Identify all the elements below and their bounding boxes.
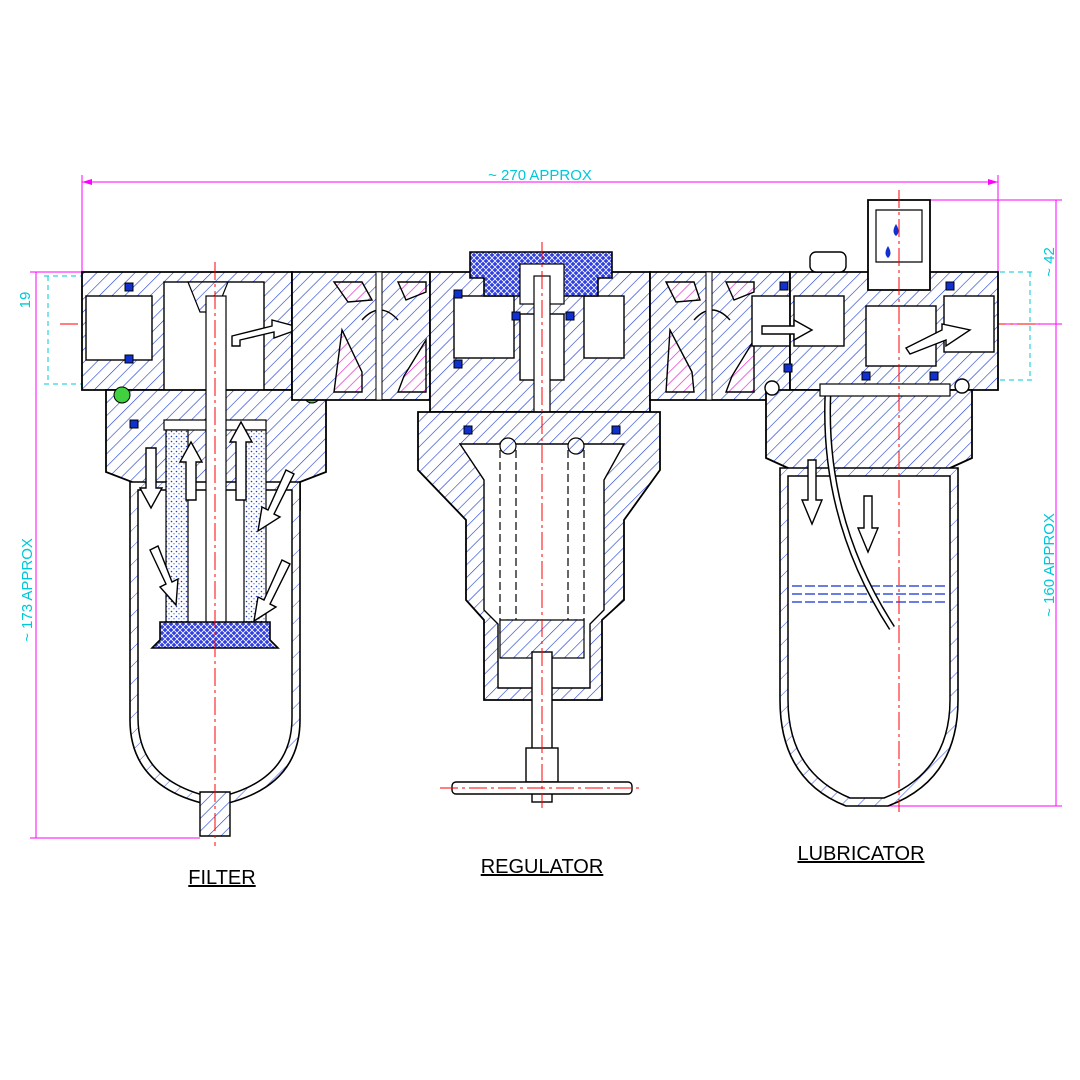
lubricator-adjust-knob (809, 251, 847, 273)
spring-seat (499, 619, 585, 659)
flow-arrow-up (228, 420, 254, 501)
overall-width-text: ~ 270 APPROX (488, 167, 592, 184)
flow-arrow-swirl (257, 469, 295, 533)
connector-right (649, 271, 793, 401)
flow-arrow-down (138, 447, 164, 510)
flow-arrow-swirl (149, 545, 179, 607)
regulator-unit (417, 242, 661, 808)
filter-outlet-arrow (231, 319, 305, 347)
lubricator-height-text: ~ 160 APPROX (1041, 513, 1058, 617)
lubricator-label: LUBRICATOR (797, 843, 924, 865)
right-dimensions: ~ 42 ~ 160 APPROX (880, 199, 1062, 807)
filter-height-text: ~ 173 APPROX (19, 538, 36, 642)
lubricator-inlet-arrow (761, 318, 814, 342)
filter-seal-left (113, 386, 131, 404)
overall-width-dimension: ~ 270 APPROX (81, 167, 999, 272)
flow-arrow-up (178, 440, 204, 501)
lubricator-unit (761, 190, 999, 812)
port-height-text: 19 (17, 292, 34, 309)
lubricator-outlet-arrow (904, 323, 972, 355)
oil-drop-icon (893, 224, 899, 236)
flow-arrow-down (800, 459, 824, 526)
regulator-label: REGULATOR (481, 856, 604, 878)
filter-unit (81, 262, 333, 846)
connector-left (291, 271, 431, 401)
right-height-text: ~ 42 (1041, 247, 1058, 277)
oil-drop-icon (885, 246, 891, 258)
left-dimensions: 19 ~ 173 APPROX (17, 271, 200, 839)
flow-arrow-swirl (253, 559, 291, 623)
flow-arrow-down (856, 495, 880, 554)
filter-label: FILTER (188, 867, 255, 889)
siphon-tube (825, 391, 894, 630)
